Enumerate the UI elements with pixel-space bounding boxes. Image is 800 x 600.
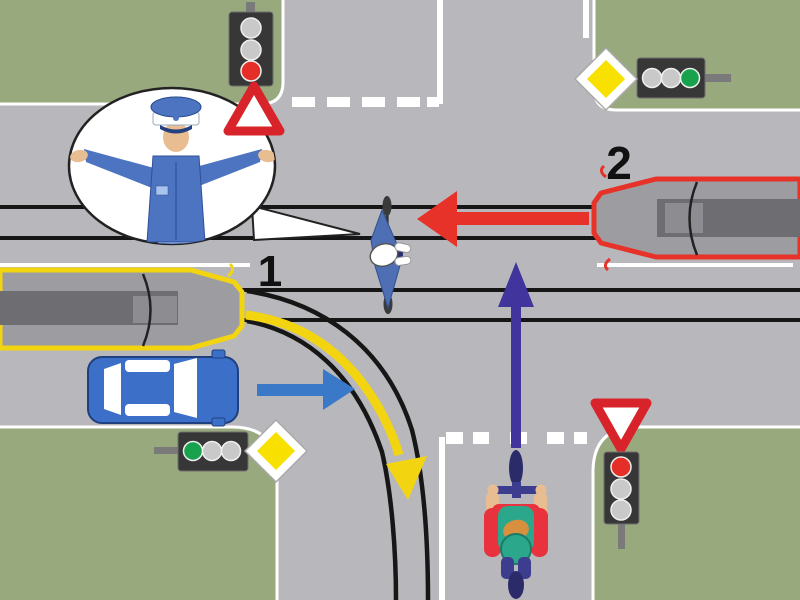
rider-leg-left — [501, 557, 514, 579]
red-arrow — [417, 191, 589, 247]
center-line-north — [437, 0, 443, 104]
rail-curve-inner — [246, 318, 399, 600]
tl-top-left-lamp-2 — [240, 39, 262, 61]
tram-2 — [591, 164, 800, 272]
moto-handlebar — [489, 486, 544, 494]
tl-top-left-lamp-red — [240, 60, 262, 82]
give-way-dashes-south — [446, 432, 587, 444]
controller-hand-right — [258, 149, 275, 163]
bike-front-wheel — [382, 196, 392, 216]
traffic-controller — [70, 96, 275, 244]
controller-arm-left — [84, 149, 154, 188]
speech-bubble-tail — [250, 204, 361, 242]
controller-badge — [155, 185, 169, 196]
car-mirror-right — [211, 417, 226, 427]
rider-leg-right — [518, 557, 531, 579]
car-windshield — [174, 358, 197, 418]
tl-top-left-lamp-1 — [240, 17, 262, 39]
tram-2-mirror-bottom — [603, 257, 611, 272]
priority-road-sign-bottom-left — [243, 418, 309, 484]
grass-bottom-right — [593, 427, 800, 600]
controller-cap-brim — [160, 125, 192, 134]
purple-arrow — [498, 262, 534, 448]
give-way-sign — [590, 398, 652, 454]
tram-2-mirror-top — [599, 164, 607, 179]
controller-arm-right — [192, 149, 262, 188]
cyclist — [369, 196, 412, 314]
tl-bottom-left-lamp-3 — [220, 440, 242, 462]
motorcyclist — [484, 450, 548, 599]
controller-face — [163, 122, 189, 152]
tram-1 — [0, 262, 245, 351]
car — [87, 349, 239, 427]
tl-bottom-left-lamp-2 — [201, 440, 223, 462]
tl-bottom-left-lamp-green — [182, 440, 204, 462]
moto-front-wheel — [509, 450, 523, 486]
cyclist-arm-upper — [394, 242, 412, 253]
tl-top-right-lamp-green — [679, 67, 701, 89]
car-mirror-left — [211, 349, 226, 359]
cyclist-arm-lower — [394, 255, 412, 266]
blue-arrow — [257, 369, 355, 410]
car-side-window-top — [125, 360, 170, 372]
tram-2-label: 2 — [606, 137, 632, 189]
signal-top-left — [223, 2, 285, 136]
rider-arm-right — [531, 508, 548, 557]
car-side-window-bottom — [125, 404, 170, 416]
car-rear-window — [104, 363, 121, 415]
controller-trousers — [158, 242, 196, 244]
speech-bubble — [67, 86, 361, 246]
warning-triangle-sign — [223, 81, 285, 136]
yellow-arrow — [245, 310, 427, 500]
signal-bottom-left — [154, 418, 309, 484]
tram-1-window-divider — [141, 273, 152, 347]
grass-top-left — [0, 0, 283, 104]
tram-1-label: 1 — [258, 247, 282, 296]
signal-bottom-right — [590, 398, 652, 549]
tl-top-right-lamp-2 — [660, 67, 682, 89]
rail-curve-outer — [246, 288, 431, 600]
rider-helmet — [500, 533, 532, 565]
priority-road-sign-top-right — [573, 46, 639, 112]
tram-2-window-divider — [688, 181, 699, 256]
give-way-dashes-north — [292, 97, 439, 107]
tl-bottom-right-lamp-red — [610, 456, 632, 478]
rider-arm-left — [484, 508, 501, 557]
lane-line-east — [597, 263, 793, 267]
tram-1-mirror — [227, 262, 235, 278]
center-line-south — [439, 437, 445, 600]
tl-bottom-right-lamp-3 — [610, 499, 632, 521]
lane-line-west — [0, 263, 250, 267]
controller-cap-top — [150, 96, 202, 118]
edge-line-north-right — [583, 0, 589, 38]
signal-top-right — [573, 46, 731, 112]
tl-bottom-right-lamp-2 — [610, 478, 632, 500]
moto-rear-wheel — [508, 571, 524, 599]
controller-hand-left — [70, 149, 88, 163]
tl-top-right-lamp-1 — [641, 67, 663, 89]
